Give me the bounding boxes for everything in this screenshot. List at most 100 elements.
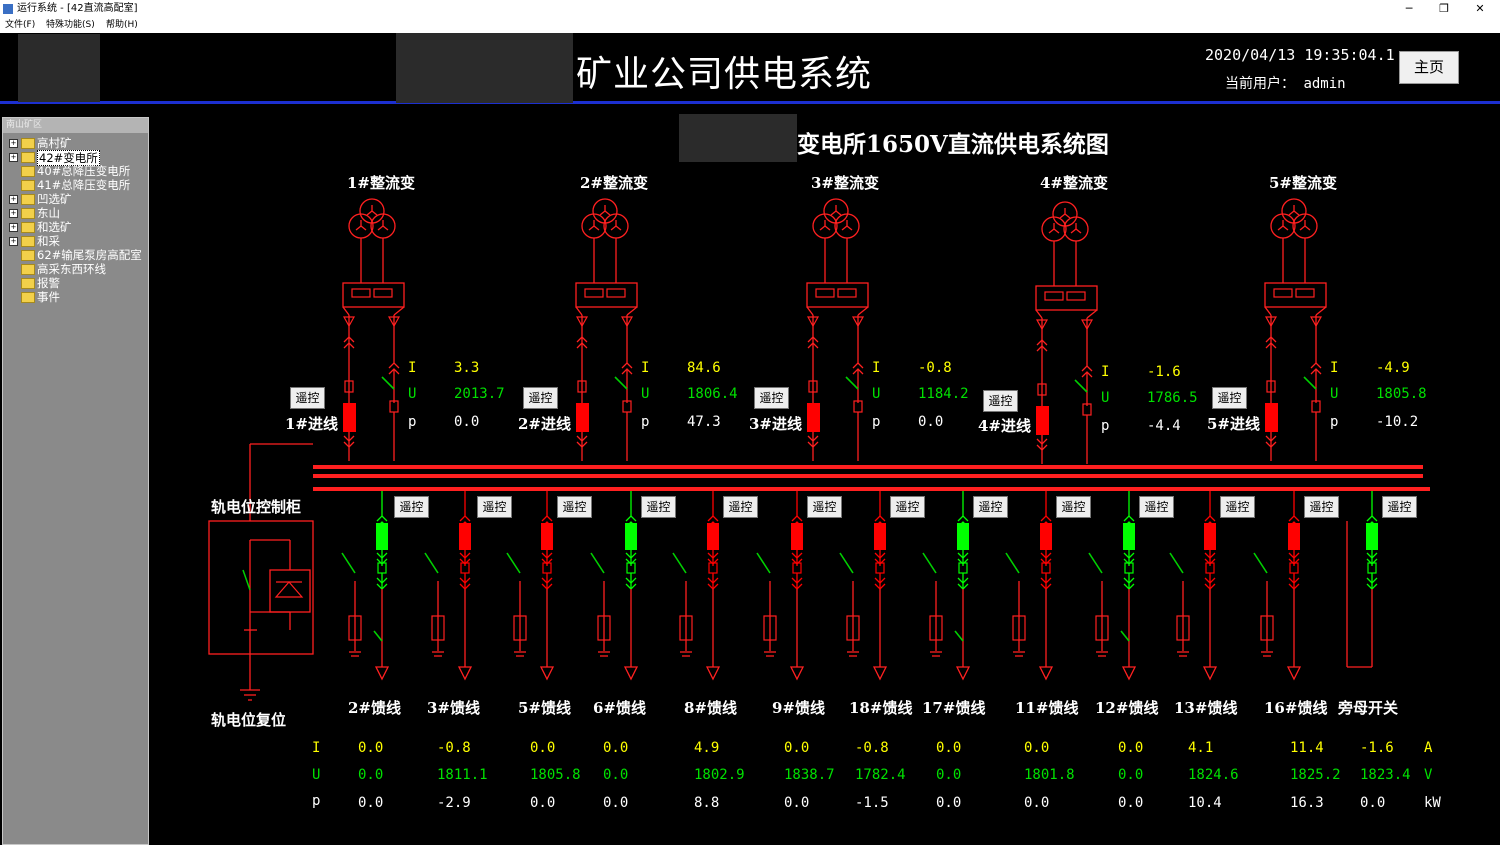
feeder-voltage-value: 0.0 bbox=[358, 767, 384, 783]
feeder-power-value: 0.0 bbox=[1024, 795, 1050, 811]
feeder-current-value: 0.0 bbox=[358, 740, 384, 756]
transformer-label: 2#整流变 bbox=[580, 174, 649, 192]
incomer-label: 1#进线 bbox=[285, 415, 339, 433]
expand-icon[interactable]: + bbox=[9, 223, 18, 232]
feeder-label-U: U bbox=[312, 767, 321, 783]
restore-button[interactable]: ❐ bbox=[1439, 2, 1449, 15]
label-P: p bbox=[1101, 418, 1110, 434]
feeder-power-value: -2.9 bbox=[437, 795, 471, 811]
label-I: I bbox=[641, 360, 650, 376]
expand-icon[interactable]: + bbox=[9, 139, 18, 148]
incomer-current-value: 3.3 bbox=[454, 360, 480, 376]
feeder-label: 6#馈线 bbox=[593, 699, 647, 717]
rectifier-symbol bbox=[1264, 282, 1327, 308]
incomer-power-value: -4.4 bbox=[1147, 418, 1181, 434]
feeder-breaker bbox=[625, 523, 637, 550]
remote-control-button[interactable]: 遥控 bbox=[1056, 496, 1091, 518]
remote-control-button[interactable]: 遥控 bbox=[983, 390, 1018, 412]
incomer-breaker bbox=[576, 403, 589, 432]
remote-control-button[interactable]: 遥控 bbox=[807, 496, 842, 518]
user-label: 当前用户： bbox=[1225, 76, 1295, 92]
remote-control-button[interactable]: 遥控 bbox=[1382, 496, 1417, 518]
incomer-label: 3#进线 bbox=[749, 415, 803, 433]
remote-control-button[interactable]: 遥控 bbox=[477, 496, 512, 518]
feeder-voltage-value: 1782.4 bbox=[855, 767, 906, 783]
tree-item-label: 和采 bbox=[37, 234, 60, 248]
remote-control-button[interactable]: 遥控 bbox=[973, 496, 1008, 518]
remote-control-button[interactable]: 遥控 bbox=[394, 496, 429, 518]
remote-control-button[interactable]: 遥控 bbox=[641, 496, 676, 518]
rectifier-symbol bbox=[342, 282, 405, 308]
feeder-breaker bbox=[1123, 523, 1135, 550]
feeder-breaker bbox=[1040, 523, 1052, 550]
remote-control-button[interactable]: 遥控 bbox=[1212, 387, 1247, 409]
feeder-label: 3#馈线 bbox=[427, 699, 481, 717]
feeder-breaker bbox=[459, 523, 471, 550]
label-U: U bbox=[641, 386, 650, 402]
remote-control-button[interactable]: 遥控 bbox=[1220, 496, 1255, 518]
remote-control-button[interactable]: 遥控 bbox=[754, 387, 789, 409]
incomer-current-value: -0.8 bbox=[918, 360, 952, 376]
feeder-breaker bbox=[957, 523, 969, 550]
incomer-breaker bbox=[1036, 406, 1049, 435]
menu-special[interactable]: 特殊功能(S) bbox=[46, 20, 95, 30]
remote-control-button[interactable]: 遥控 bbox=[723, 496, 758, 518]
remote-control-button[interactable]: 遥控 bbox=[523, 387, 558, 409]
feeder-label: 18#馈线 bbox=[849, 699, 913, 717]
expand-icon[interactable]: + bbox=[9, 195, 18, 204]
menu-help[interactable]: 帮助(H) bbox=[106, 20, 138, 30]
incomer-breaker bbox=[807, 403, 820, 432]
feeder-power-value: 0.0 bbox=[1360, 795, 1386, 811]
remote-control-button[interactable]: 遥控 bbox=[1304, 496, 1339, 518]
feeder-voltage-value: 0.0 bbox=[603, 767, 629, 783]
feeder-power-value: 8.8 bbox=[694, 795, 720, 811]
expand-icon[interactable]: + bbox=[9, 153, 18, 162]
rail-potential-cabinet bbox=[208, 520, 314, 655]
minimize-button[interactable]: ─ bbox=[1405, 2, 1413, 15]
remote-control-button[interactable]: 遥控 bbox=[557, 496, 592, 518]
feeder-label: 17#馈线 bbox=[922, 699, 986, 717]
feeder-breaker bbox=[376, 523, 388, 550]
label-I: I bbox=[1330, 360, 1339, 376]
remote-control-button[interactable]: 遥控 bbox=[890, 496, 925, 518]
feeder-label: 旁母开关 bbox=[1338, 699, 1399, 717]
menu-file[interactable]: 文件(F) bbox=[5, 20, 36, 30]
redacted-logo bbox=[18, 34, 100, 102]
label-U: U bbox=[1101, 390, 1110, 406]
current-user: 当前用户： admin bbox=[1225, 73, 1346, 93]
feeder-voltage-value: 0.0 bbox=[1118, 767, 1144, 783]
rectifier-symbol bbox=[806, 282, 869, 308]
feeder-power-value: -1.5 bbox=[855, 795, 889, 811]
feeder-label-I: I bbox=[312, 740, 321, 756]
feeder-current-value: 0.0 bbox=[784, 740, 810, 756]
feeder-voltage-value: 0.0 bbox=[936, 767, 962, 783]
feeder-power-value: 0.0 bbox=[358, 795, 384, 811]
folder-icon bbox=[21, 208, 35, 219]
close-button[interactable]: ✕ bbox=[1475, 2, 1485, 15]
label-U: U bbox=[1330, 386, 1339, 402]
incomer-current-value: -1.6 bbox=[1147, 364, 1181, 380]
remote-control-button[interactable]: 遥控 bbox=[290, 387, 325, 409]
page-title: 矿业公司供电系统 bbox=[576, 54, 873, 95]
remote-control-button[interactable]: 遥控 bbox=[1139, 496, 1174, 518]
incomer-power-value: -10.2 bbox=[1376, 414, 1419, 430]
feeder-current-value: -0.8 bbox=[855, 740, 889, 756]
dc-busbar-3 bbox=[313, 487, 1430, 491]
feeder-current-value: 0.0 bbox=[1024, 740, 1050, 756]
redacted-substation bbox=[679, 114, 797, 162]
tree-item-label: 41#总降压变电所 bbox=[37, 178, 131, 192]
home-button[interactable]: 主页 bbox=[1399, 51, 1459, 84]
tree-item-label: 42#变电所 bbox=[37, 150, 100, 166]
label-I: I bbox=[872, 360, 881, 376]
feeder-voltage-value: 1811.1 bbox=[437, 767, 488, 783]
feeder-current-value: 4.9 bbox=[694, 740, 720, 756]
expand-icon[interactable]: + bbox=[9, 209, 18, 218]
tree-item-label: 事件 bbox=[37, 290, 60, 304]
feeder-voltage-value: 1825.2 bbox=[1290, 767, 1341, 783]
label-P: p bbox=[872, 414, 881, 430]
folder-icon bbox=[21, 236, 35, 247]
feeder-voltage-value: 1824.6 bbox=[1188, 767, 1239, 783]
feeder-breaker bbox=[1204, 523, 1216, 550]
feeder-breaker bbox=[1366, 523, 1378, 550]
expand-icon[interactable]: + bbox=[9, 237, 18, 246]
